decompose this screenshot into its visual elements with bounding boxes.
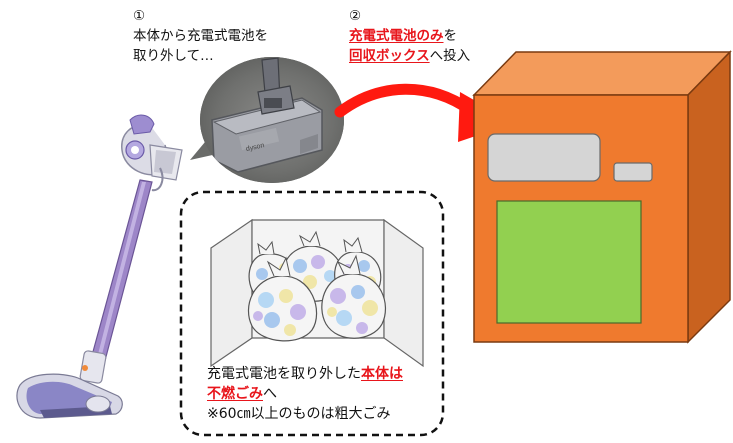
caption-prefix: 充電式電池を取り外した (207, 366, 361, 382)
step2-line1: 充電式電池のみを (349, 26, 470, 46)
caption-line2: 不燃ごみへ (207, 384, 439, 404)
box-slot-small (613, 162, 653, 182)
step2-text2: へ投入 (429, 48, 471, 64)
caption-highlight-body: 本体は (361, 366, 403, 382)
step1-number: ① (133, 8, 146, 24)
step2-highlight-collection-box: 回収ボックス (349, 48, 430, 64)
caption-note: ※60㎝以上のものは粗大ごみ (207, 406, 391, 422)
collection-box (472, 50, 732, 344)
step1-line2: 取り外して… (133, 48, 214, 64)
step2-text1: を (443, 28, 458, 44)
step2-highlight-battery-only: 充電式電池のみ (349, 28, 444, 44)
box-green-panel (496, 200, 642, 324)
svg-text:dyson: dyson (245, 142, 265, 153)
step2-label: ② 充電式電池のみを 回収ボックスへ投入 (349, 6, 470, 66)
step2-number: ② (349, 8, 362, 24)
caption-suffix: へ (263, 386, 277, 402)
battery-photo: dyson (200, 57, 344, 183)
step2-line2: 回収ボックスへ投入 (349, 46, 470, 66)
nonburnable-caption: 充電式電池を取り外した本体は 不燃ごみへ ※60㎝以上のものは粗大ごみ (207, 364, 439, 424)
caption-highlight-nonburnable: 不燃ごみ (207, 386, 263, 402)
step1-label: ① 本体から充電式電池を 取り外して… (133, 6, 268, 66)
garbage-bags (247, 230, 386, 342)
step1-line1: 本体から充電式電池を (133, 28, 268, 44)
stick-vacuum (16, 114, 183, 419)
caption-line1: 充電式電池を取り外した本体は (207, 364, 439, 384)
box-slot-large (487, 133, 601, 182)
nonburnable-dashed-frame (179, 190, 445, 437)
